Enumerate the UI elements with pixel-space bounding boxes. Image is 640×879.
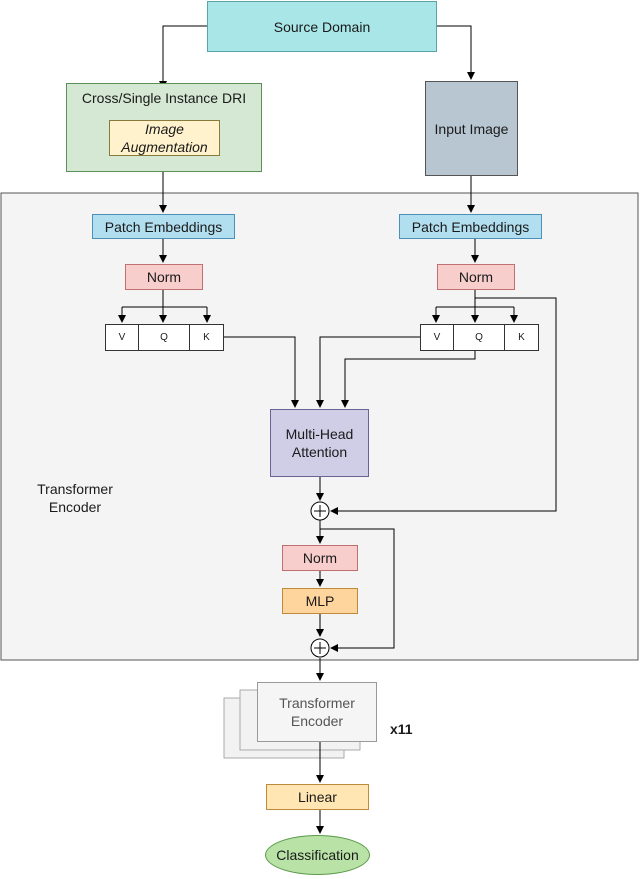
q-cell-right: Q xyxy=(453,324,505,351)
norm-mid: Norm xyxy=(282,545,358,571)
multi-head-attention-box: Multi-Head Attention xyxy=(270,409,369,477)
input-image-box: Input Image xyxy=(425,81,518,176)
k-cell-left: K xyxy=(189,324,224,351)
arrow-source-to-dri xyxy=(159,25,208,89)
patch-embeddings-left: Patch Embeddings xyxy=(92,214,235,239)
v-cell-right: V xyxy=(420,324,454,351)
arrow-residual-2 xyxy=(320,528,395,652)
add-node-2 xyxy=(310,638,330,658)
v-cell-left: V xyxy=(105,324,139,351)
classification-node: Classification xyxy=(265,835,370,875)
dri-label: Cross/Single Instance DRI xyxy=(81,90,247,106)
q-cell-left: Q xyxy=(138,324,190,351)
encoder-stack-front: Transformer Encoder xyxy=(257,682,377,742)
norm-left: Norm xyxy=(125,264,203,290)
patch-embeddings-right: Patch Embeddings xyxy=(399,214,542,239)
repeat-count: x11 xyxy=(390,721,413,737)
augmentation-box: Image Augmentation xyxy=(109,120,220,156)
arrow-source-to-input xyxy=(436,25,475,80)
k-cell-right: K xyxy=(504,324,539,351)
arrow-q-right-to-mha xyxy=(341,351,476,408)
arrow-residual-1 xyxy=(330,297,557,515)
linear-box: Linear xyxy=(266,784,369,810)
arrow-v-right-to-mha xyxy=(316,336,420,408)
arrow-k-left-to-mha xyxy=(224,336,299,408)
norm-right: Norm xyxy=(437,264,515,290)
mlp-box: MLP xyxy=(282,588,358,614)
add-node-1 xyxy=(310,501,330,521)
source-domain-box: Source Domain xyxy=(207,1,437,52)
transformer-encoder-label: Transformer Encoder xyxy=(37,481,113,515)
